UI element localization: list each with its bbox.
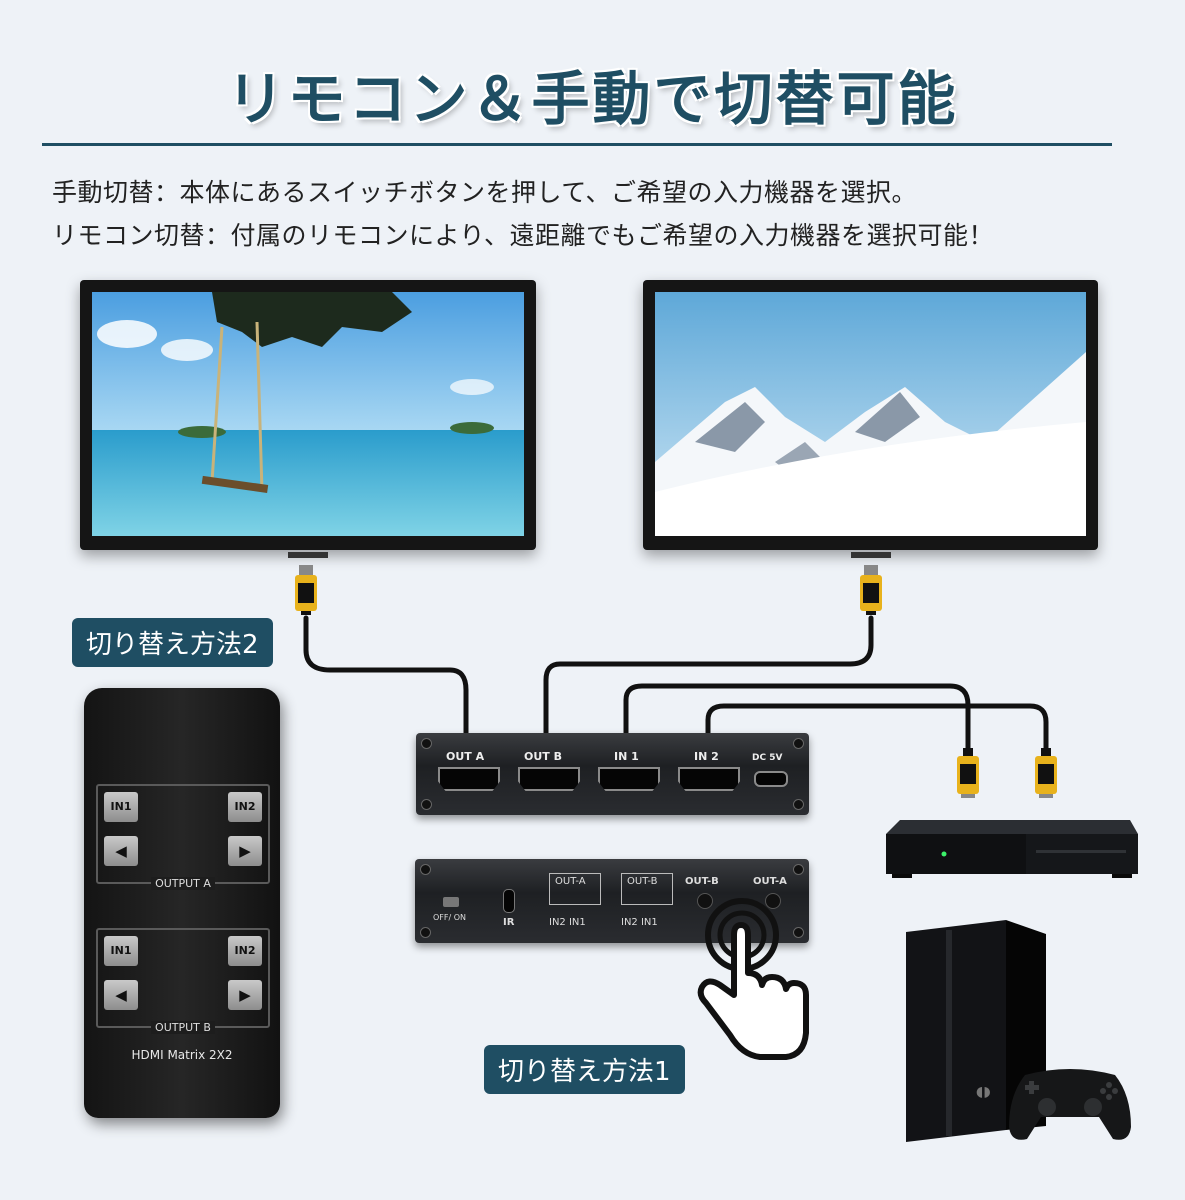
control-port-out-b-label: OUT-B xyxy=(627,876,658,887)
usb-c-power-port[interactable] xyxy=(754,771,788,787)
description-manual: 手動切替：本体にあるスイッチボタンを押して、ご希望の入力機器を選択。 xyxy=(52,178,918,207)
control-port-out-b[interactable] xyxy=(621,873,673,905)
title-divider xyxy=(42,143,1112,146)
remote-b-in2-button[interactable]: IN2 xyxy=(228,936,262,966)
control-port-out-a[interactable] xyxy=(549,873,601,905)
remote-a-right-arrow-icon[interactable]: ▶ xyxy=(228,836,262,866)
hdmi-connector-right-monitor xyxy=(860,565,882,615)
svg-text:◖◗: ◖◗ xyxy=(976,1084,991,1100)
hdmi-connector-input-1 xyxy=(957,748,979,798)
led-out-a-label: OUT-A xyxy=(753,876,787,887)
port-label-in-1: IN 1 xyxy=(614,750,639,763)
beach-scene-image xyxy=(92,292,524,536)
led-out-b-label: OUT-B xyxy=(685,876,719,887)
power-toggle-switch[interactable] xyxy=(443,897,459,907)
hdmi-connector-input-2 xyxy=(1035,748,1057,798)
hdmi-port-in-1[interactable] xyxy=(598,767,660,791)
out-a-switch-button[interactable] xyxy=(765,893,781,909)
remote-b-left-arrow-icon[interactable]: ◀ xyxy=(104,980,138,1010)
control-port-out-a-sub: IN2 IN1 xyxy=(549,917,586,928)
remote-output-a-label: OUTPUT A xyxy=(98,877,268,890)
remote-panel-output-b: IN1 IN2 ◀ ▶ OUTPUT B xyxy=(96,928,270,1034)
remote-panel-output-a: IN1 IN2 ◀ ▶ OUTPUT A xyxy=(96,784,270,890)
remote-model-label: HDMI Matrix 2X2 xyxy=(131,1048,233,1062)
control-port-out-a-label: OUT-A xyxy=(555,876,586,887)
set-top-box-image xyxy=(886,820,1138,878)
remote-a-in2-button[interactable]: IN2 xyxy=(228,792,262,822)
hdmi-connector-left-monitor xyxy=(295,565,317,615)
remote-b-right-arrow-icon[interactable]: ▶ xyxy=(228,980,262,1010)
remote-a-left-arrow-icon[interactable]: ◀ xyxy=(104,836,138,866)
page-title: リモコン＆手動で切替可能 xyxy=(226,65,959,133)
out-b-switch-button[interactable] xyxy=(697,893,713,909)
game-controller-image xyxy=(1009,1069,1131,1140)
monitor-left xyxy=(80,280,536,558)
port-label-out-b: OUT B xyxy=(524,750,563,763)
hdmi-port-in-2[interactable] xyxy=(678,767,740,791)
remote-a-in1-button[interactable]: IN1 xyxy=(104,792,138,822)
power-label: DC 5V xyxy=(752,753,783,763)
monitor-right xyxy=(643,280,1098,558)
matrix-switch-front-panel: OUT A OUT B IN 1 IN 2 DC 5V xyxy=(416,733,809,815)
description-remote: リモコン切替：付属のリモコンにより、遠距離でもご希望の入力機器を選択可能！ xyxy=(52,221,995,250)
ir-port[interactable] xyxy=(503,889,515,913)
pointing-hand-icon xyxy=(697,898,809,1060)
remote-output-b-label: OUTPUT B xyxy=(98,1021,268,1034)
method-1-label: 切り替え方法1 xyxy=(484,1045,685,1094)
port-label-out-a: OUT A xyxy=(446,750,485,763)
hdmi-port-out-a[interactable] xyxy=(438,767,500,791)
remote-b-in1-button[interactable]: IN1 xyxy=(104,936,138,966)
control-port-out-b-sub: IN2 IN1 xyxy=(621,917,658,928)
hdmi-port-out-b[interactable] xyxy=(518,767,580,791)
method-2-label: 切り替え方法2 xyxy=(72,618,273,667)
port-label-in-2: IN 2 xyxy=(694,750,719,763)
remote-control: IN1 IN2 ◀ ▶ OUTPUT A IN1 IN2 ◀ ▶ OUTPUT … xyxy=(84,688,280,1118)
ir-label: IR xyxy=(503,917,515,928)
power-switch-label: OFF/ ON xyxy=(433,913,467,922)
mountain-scene-image xyxy=(655,292,1086,536)
